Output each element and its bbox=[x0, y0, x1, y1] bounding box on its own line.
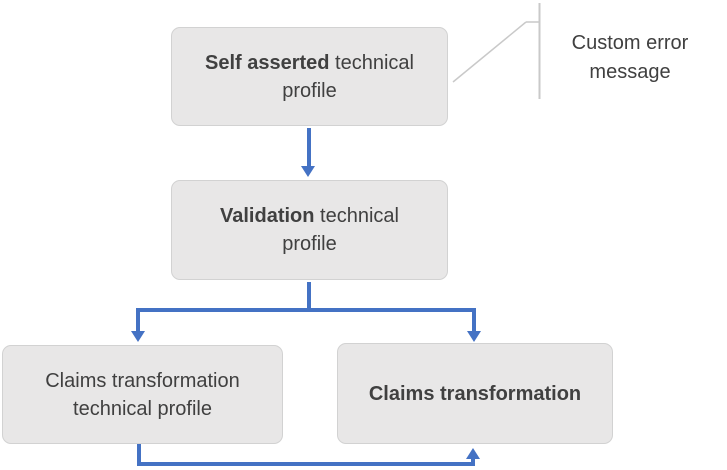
node-label-bold: Claims transformation bbox=[368, 382, 582, 405]
node-label-regular: Claims transformation technical profile bbox=[45, 369, 240, 420]
node-label: Validation technical profile bbox=[194, 202, 426, 258]
node-label-bold: Validation bbox=[220, 205, 315, 227]
annotation-custom-error-message: Custom error message bbox=[571, 32, 689, 83]
connector-line bbox=[307, 282, 311, 312]
connector-line bbox=[137, 444, 141, 466]
arrowhead-down-icon bbox=[301, 166, 315, 177]
connector-line bbox=[307, 128, 311, 167]
arrowhead-down-icon bbox=[131, 331, 145, 342]
arrowhead-down-icon bbox=[467, 331, 481, 342]
node-label: Self asserted technical profile bbox=[194, 49, 426, 105]
node-label: Claims transformation bbox=[369, 380, 581, 408]
connector-line bbox=[472, 311, 476, 331]
node-claims-transformation-technical-profile: Claims transformation technical profile bbox=[2, 345, 283, 444]
node-validation-technical-profile: Validation technical profile bbox=[171, 180, 448, 280]
node-claims-transformation: Claims transformation bbox=[337, 343, 613, 444]
node-label-bold: Self asserted bbox=[204, 51, 330, 74]
node-label-regular: technical profile bbox=[282, 205, 399, 255]
connector-line bbox=[136, 311, 140, 331]
connector-line bbox=[471, 459, 475, 466]
node-label-regular: technical profile bbox=[282, 51, 414, 102]
node-self-asserted-technical-profile: Self asserted technical profile bbox=[171, 27, 448, 126]
connector-line bbox=[137, 462, 475, 466]
callout-diagonal-line bbox=[452, 21, 527, 83]
node-label: Claims transformation technical profile bbox=[27, 367, 259, 423]
connector-line bbox=[136, 308, 476, 312]
arrowhead-up-icon bbox=[466, 448, 480, 459]
